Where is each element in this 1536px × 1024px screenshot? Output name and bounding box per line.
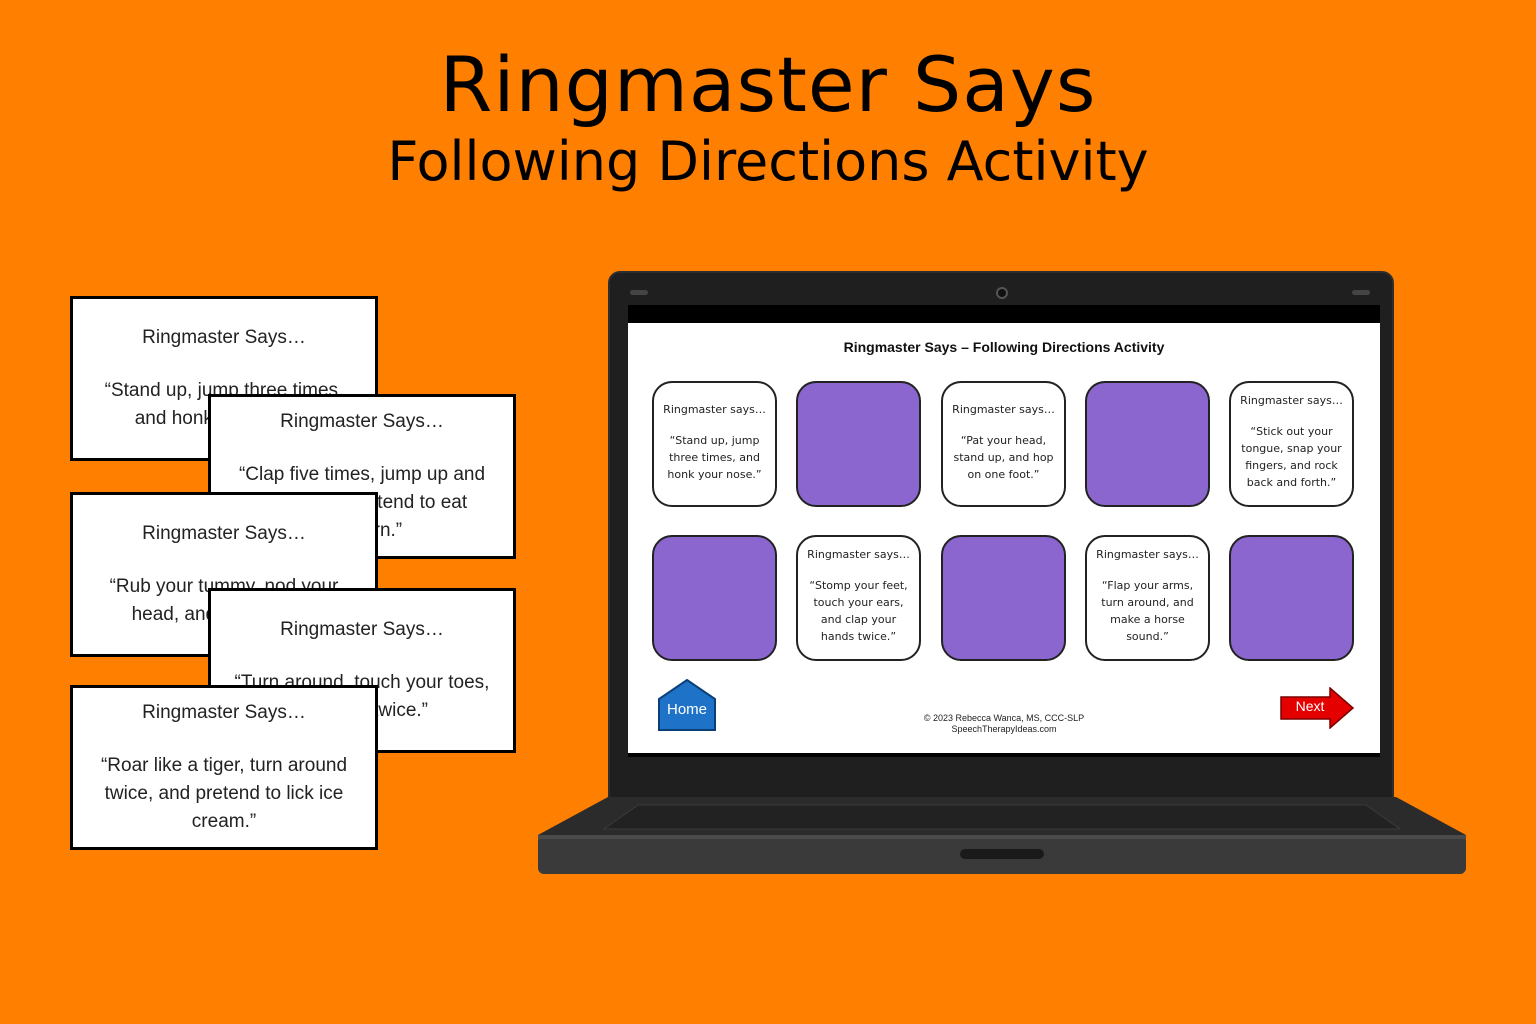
next-button[interactable]: Next — [1280, 686, 1355, 730]
tile-3[interactable]: Ringmaster says… “Pat your head, stand u… — [941, 381, 1066, 507]
paper-card-title: Ringmaster Says… — [142, 523, 306, 544]
tile-title: Ringmaster says… — [807, 548, 910, 561]
tile-1[interactable]: Ringmaster says… “Stand up, jump three t… — [652, 381, 777, 507]
tile-text: “Stomp your feet, touch your ears, and c… — [809, 579, 908, 643]
copyright-line-2: SpeechTherapyIdeas.com — [951, 724, 1057, 734]
laptop-base — [538, 797, 1466, 874]
tile-4-covered[interactable] — [1085, 381, 1210, 507]
tile-8-covered[interactable] — [941, 535, 1066, 661]
paper-card-title: Ringmaster Says… — [142, 702, 306, 723]
paper-card-text: “Roar like a tiger, turn around twice, a… — [100, 755, 348, 832]
tile-text: “Pat your head, stand up, and hop on one… — [953, 434, 1054, 481]
home-button-label: Home — [666, 701, 707, 718]
tile-title: Ringmaster says… — [1096, 548, 1199, 561]
webcam-icon — [996, 287, 1008, 299]
paper-card-5: Ringmaster Says… “Roar like a tiger, tur… — [70, 685, 378, 850]
right-arrow-icon — [1280, 686, 1355, 730]
tile-title: Ringmaster says… — [952, 403, 1055, 416]
laptop-lid: Ringmaster Says – Following Directions A… — [608, 271, 1394, 799]
paper-card-title: Ringmaster Says… — [280, 411, 444, 432]
lid-indicator-left — [630, 290, 648, 295]
tile-6-covered[interactable] — [652, 535, 777, 661]
tile-2-covered[interactable] — [796, 381, 921, 507]
page-title: Ringmaster Says — [439, 40, 1097, 129]
tile-10-covered[interactable] — [1229, 535, 1354, 661]
lid-indicator-right — [1352, 290, 1370, 295]
tile-text: “Stand up, jump three times, and honk yo… — [667, 434, 762, 481]
laptop-screen: Ringmaster Says – Following Directions A… — [628, 305, 1380, 757]
page-subtitle: Following Directions Activity — [387, 130, 1149, 193]
slide: Ringmaster Says – Following Directions A… — [628, 323, 1380, 753]
tile-title: Ringmaster says… — [1240, 394, 1343, 407]
paper-card-title: Ringmaster Says… — [142, 327, 306, 348]
house-shape-icon — [658, 678, 716, 731]
paper-card-title: Ringmaster Says… — [280, 619, 444, 640]
tile-9[interactable]: Ringmaster says… “Flap your arms, turn a… — [1085, 535, 1210, 661]
tile-text: “Flap your arms, turn around, and make a… — [1101, 579, 1194, 643]
home-button[interactable]: Home — [658, 678, 716, 731]
tile-text: “Stick out your tongue, snap your finger… — [1241, 425, 1342, 489]
tile-title: Ringmaster says… — [663, 403, 766, 416]
next-button-label: Next — [1295, 698, 1325, 714]
slide-title: Ringmaster Says – Following Directions A… — [843, 339, 1165, 355]
copyright: © 2023 Rebecca Wanca, MS, CCC-SLP Speech… — [628, 713, 1380, 735]
copyright-line-1: © 2023 Rebecca Wanca, MS, CCC-SLP — [923, 713, 1085, 723]
tile-5[interactable]: Ringmaster says… “Stick out your tongue,… — [1229, 381, 1354, 507]
tile-7[interactable]: Ringmaster says… “Stomp your feet, touch… — [796, 535, 921, 661]
